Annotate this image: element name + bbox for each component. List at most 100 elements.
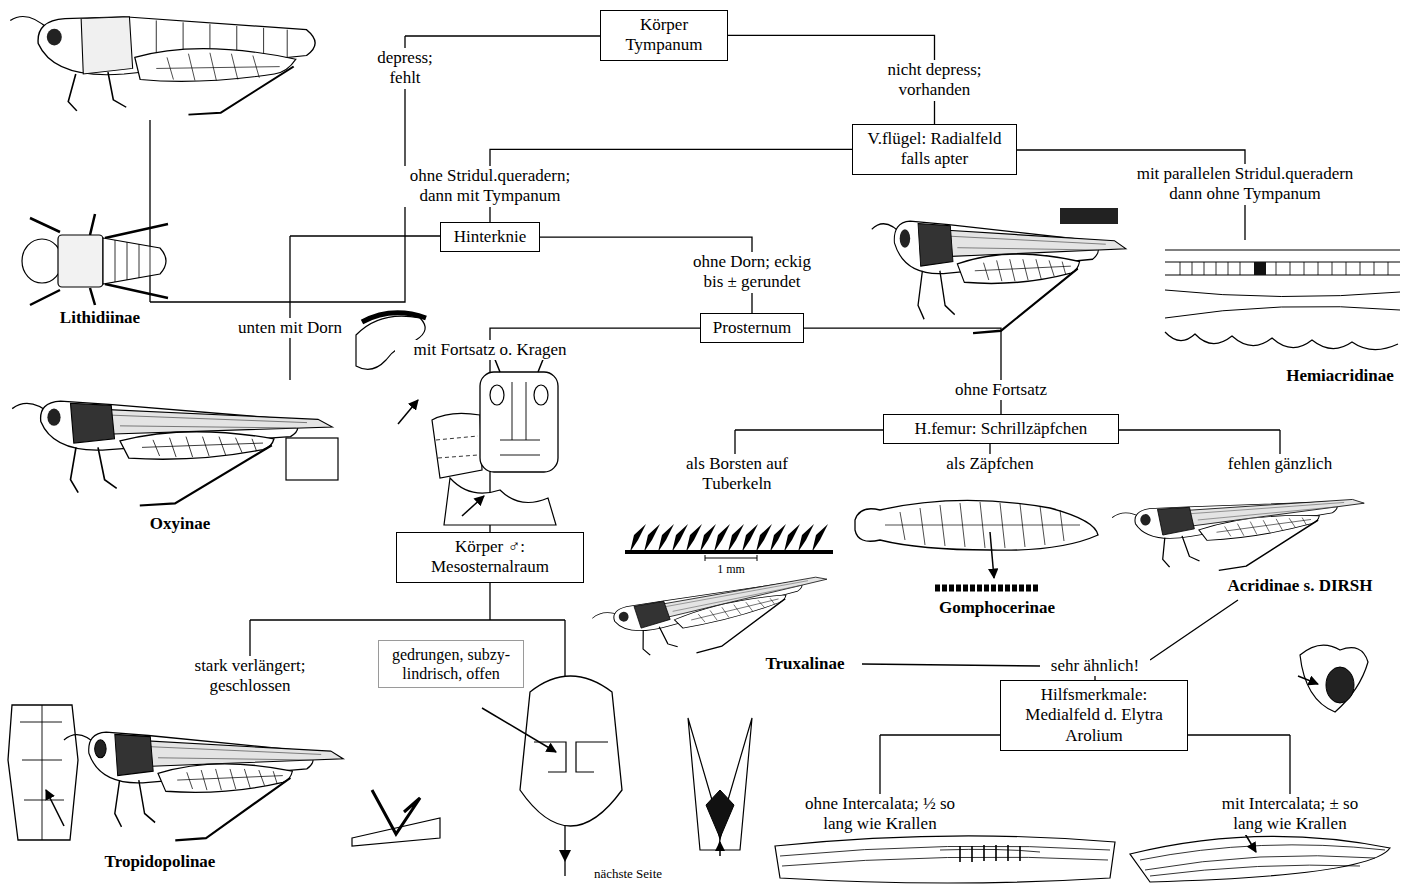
tropidopolinae-figure — [8, 705, 440, 846]
branch-label: mit Intercalata; ± so lang wie Krallen — [1208, 794, 1373, 835]
elytra-medial-field-figures — [1140, 845, 1385, 876]
hemiacridinae-figure — [872, 208, 1400, 360]
arolium-figure — [1326, 667, 1354, 703]
elytra-medial-field-figures — [775, 836, 1115, 883]
gomphocerinae-femur-figure — [855, 500, 1098, 550]
elytra-medial-field-figures — [960, 845, 1020, 862]
hemiacridinae-figure — [1165, 332, 1398, 350]
node-text: Prosternum — [707, 318, 797, 338]
gomphocerinae-femur-figure — [990, 532, 994, 578]
node-text: Hilfsmerkmale: Medialfeld d. Elytra Arol… — [1007, 685, 1181, 746]
taxon-name: Truxalinae — [750, 654, 860, 674]
hemiacridinae-figure — [1165, 240, 1400, 360]
oxyinae-figure — [362, 313, 426, 322]
arolium-figure — [1298, 676, 1318, 684]
gomphocerinae-femur-figure — [935, 585, 1040, 592]
elytra-medial-field-figures — [780, 846, 1110, 866]
mesosternum-figure — [520, 676, 622, 826]
decision-box: Hilfsmerkmale: Medialfeld d. Elytra Arol… — [1000, 680, 1188, 751]
prosternum-figure — [490, 385, 504, 405]
tropidopolinae-figure — [8, 705, 78, 840]
decision-box: Körper Tympanum — [600, 10, 728, 61]
oxyinae-figure — [286, 438, 338, 480]
elytra-medial-field-figures — [1244, 832, 1256, 852]
lithidiinae-lateral-figure — [10, 17, 315, 115]
taxon-name: Oxyinae — [135, 514, 225, 534]
acridinae-figure — [1112, 486, 1370, 581]
tubercle-bristles-figure — [630, 524, 828, 552]
branch-label: 1 mm — [709, 562, 754, 576]
decision-box: Körper ♂: Mesosternalraum — [396, 532, 584, 583]
branch-label: sehr ähnlich! — [1040, 656, 1150, 676]
lithidiinae-dorsal-figure — [22, 214, 168, 305]
branch-lines — [250, 560, 565, 876]
taxon-name: Hemiacridinae — [1278, 366, 1403, 386]
branch-label: ohne Fortsatz — [942, 380, 1060, 400]
branch-label: ohne Dorn; eckig bis ± gerundet — [686, 252, 818, 293]
hemiacridinae-figure — [1180, 262, 1388, 275]
branch-label: als Zäpfchen — [935, 454, 1045, 474]
tubercle-bristles-figure — [625, 550, 833, 554]
acridinae-figure — [1112, 486, 1370, 581]
tropidopolinae-figure — [64, 732, 343, 840]
tropidopolinae-figure — [46, 790, 64, 826]
branch-label: ohne Stridul.queradern; dann mit Tympanu… — [395, 166, 585, 207]
node-text: Körper Tympanum — [607, 15, 721, 56]
node-text: V.flügel: Radialfeld falls apter — [859, 129, 1010, 170]
lithidiinae-dorsal-figure — [115, 240, 150, 282]
prosternum-figure — [432, 413, 482, 478]
prosternum-figure — [432, 352, 558, 525]
lithidiinae-lateral-figure — [10, 17, 315, 115]
elytra-medial-field-figures — [1130, 836, 1390, 882]
prosternum-figure — [480, 372, 558, 472]
branch-label: stark verlängert; geschlossen — [175, 656, 325, 697]
connector-line — [804, 328, 1001, 414]
prosternum-figure — [436, 436, 478, 458]
mesosternum-figure — [482, 708, 556, 752]
tubercle-bristles-figure — [705, 555, 757, 561]
branch-box: gedrungen, subzy- lindrisch, offen — [378, 640, 524, 688]
branch-label: fehlen gänzlich — [1218, 454, 1343, 474]
prosternum-figure — [500, 382, 540, 455]
branch-label: nicht depress; vorhanden — [879, 60, 991, 101]
elytra-medial-field-figures — [775, 832, 1390, 883]
branch-label: mit Fortsatz o. Kragen — [395, 340, 585, 360]
decision-box: Hinterknie — [440, 222, 540, 252]
hemiacridinae-figure — [1165, 250, 1400, 318]
tubercle-bristles-figure — [625, 524, 833, 561]
tropidopolinae-figure — [20, 705, 64, 840]
branch-label: mit parallelen Stridul.queradern dann oh… — [1123, 164, 1368, 205]
lithidiinae-dorsal-figure — [58, 235, 103, 287]
prosternum-figure — [534, 385, 548, 405]
node-text: gedrungen, subzy- lindrisch, offen — [385, 645, 517, 683]
node-text: Körper ♂: Mesosternalraum — [403, 537, 577, 578]
arolium-figure — [719, 842, 721, 856]
taxon-name: Tropidopolinae — [93, 852, 228, 872]
arolium-figure — [706, 790, 734, 838]
node-text: H.femur: Schrillzäpfchen — [890, 419, 1112, 439]
prosternum-figure — [462, 496, 484, 516]
arolium-figure — [1300, 645, 1368, 712]
taxon-name: Acridinae s. DIRSH — [1213, 576, 1388, 596]
node-text: Hinterknie — [447, 227, 533, 247]
lithidiinae-dorsal-figure — [22, 239, 62, 283]
hemiacridinae-figure — [1060, 208, 1118, 224]
oxyinae-figure — [12, 313, 426, 506]
gomphocerinae-femur-figure — [855, 500, 1098, 588]
hemiacridinae-figure — [1254, 262, 1266, 275]
branch-label: als Borsten auf Tuberkeln — [682, 454, 792, 495]
mesosternum-figure — [482, 676, 622, 826]
branch-label: depress; fehlt — [365, 48, 445, 89]
lithidiinae-dorsal-figure — [103, 238, 166, 284]
continuation-arrow — [559, 850, 571, 862]
decision-box: V.flügel: Radialfeld falls apter — [852, 124, 1017, 175]
oxyinae-figure — [12, 401, 332, 505]
gomphocerinae-femur-figure — [885, 502, 1080, 548]
decision-box: H.femur: Schrillzäpfchen — [883, 414, 1119, 444]
mesosternum-figure — [534, 742, 608, 772]
prosternum-figure — [444, 478, 556, 525]
oxyinae-figure — [398, 400, 418, 424]
tropidopolinae-figure — [372, 790, 420, 834]
